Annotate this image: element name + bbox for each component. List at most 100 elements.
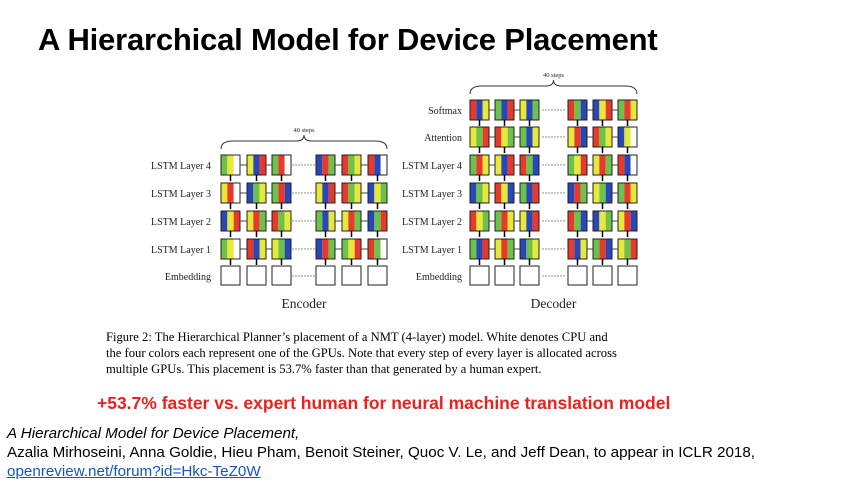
decoder-steps-brace	[469, 79, 638, 95]
decoder-cell-stripe	[618, 127, 625, 147]
encoder-cell-stripe	[316, 211, 323, 231]
figure-caption: Figure 2: The Hierarchical Planner’s pla…	[106, 329, 766, 377]
decoder-ellipsis: ········	[542, 244, 566, 254]
decoder-cell-stripe	[520, 211, 527, 231]
encoder-cell-stripe	[227, 155, 234, 175]
encoder-embedding-cell	[220, 265, 241, 286]
decoder-cell-stripe	[476, 239, 483, 259]
decoder-cell-stripe	[526, 211, 533, 231]
encoder-cell-stripe	[259, 155, 266, 175]
decoder-cell-stripe	[507, 127, 514, 147]
decoder-cell-stripe	[605, 211, 612, 231]
decoder-steps-label: 40 steps	[543, 72, 565, 79]
decoder-cell-stripe	[624, 127, 631, 147]
decoder-cell-stripe	[630, 239, 637, 259]
decoder-ellipsis: ········	[542, 105, 566, 115]
decoder-cell-stripe	[574, 100, 581, 120]
encoder-embedding-cell	[367, 265, 388, 286]
decoder-cell-stripe	[568, 183, 575, 203]
decoder-cell-stripe	[501, 127, 508, 147]
decoder-cell-stripe	[624, 183, 631, 203]
caption-line: Figure 2: The Hierarchical Planner’s pla…	[106, 330, 608, 344]
encoder-cell-stripe	[380, 211, 387, 231]
decoder-cell-stripe	[568, 211, 575, 231]
encoder-cell-stripe	[259, 183, 266, 203]
decoder-cell-stripe	[599, 127, 606, 147]
encoder-cell-stripe	[328, 183, 335, 203]
decoder-cell-stripe	[605, 183, 612, 203]
decoder-cell-stripe	[482, 183, 489, 203]
decoder-embedding-cell	[567, 265, 588, 286]
decoder-cell-stripe	[526, 127, 533, 147]
encoder-ellipsis: ········	[292, 216, 316, 226]
encoder-cell-stripe	[278, 183, 285, 203]
encoder-cell-stripe	[328, 155, 335, 175]
decoder-cell-stripe	[574, 239, 581, 259]
decoder-cell-stripe	[593, 211, 600, 231]
decoder-cell-stripe	[520, 155, 527, 175]
encoder-cell-stripe	[221, 183, 228, 203]
decoder-cell-stripe	[476, 100, 483, 120]
decoder-ellipsis: ········	[542, 188, 566, 198]
encoder-cell-stripe	[227, 183, 234, 203]
decoder-cell-stripe	[599, 211, 606, 231]
decoder-cell-stripe	[580, 155, 587, 175]
encoder-cell-stripe	[368, 239, 375, 259]
encoder-embedding-cell	[271, 265, 292, 286]
decoder-cell-stripe	[532, 127, 539, 147]
decoder-cell-stripe	[580, 100, 587, 120]
encoder-cell-stripe	[380, 183, 387, 203]
encoder-cell-stripe	[348, 155, 355, 175]
reference-authors: Azalia Mirhoseini, Anna Goldie, Hieu Pha…	[7, 444, 756, 461]
encoder-cell-stripe	[284, 239, 291, 259]
decoder-cell-stripe	[568, 100, 575, 120]
encoder-cell-stripe	[284, 211, 291, 231]
encoder-cell-stripe	[342, 239, 349, 259]
decoder-cell-stripe	[599, 155, 606, 175]
encoder-cell-stripe	[247, 211, 254, 231]
decoder-cell-stripe	[526, 183, 533, 203]
decoder-cell-stripe	[507, 183, 514, 203]
decoder-cell-stripe	[618, 155, 625, 175]
encoder-steps-label: 40 steps	[293, 127, 315, 134]
decoder-cell-stripe	[526, 239, 533, 259]
decoder-cell-stripe	[618, 100, 625, 120]
decoder-embedding-label: Embedding	[416, 272, 462, 283]
decoder-cell-stripe	[532, 183, 539, 203]
decoder-cell-stripe	[580, 183, 587, 203]
encoder-cell-stripe	[259, 211, 266, 231]
encoder-cell-stripe	[221, 155, 228, 175]
decoder-cell-stripe	[593, 100, 600, 120]
decoder-cell-stripe	[526, 155, 533, 175]
encoder-cell-stripe	[247, 239, 254, 259]
decoder-cell-stripe	[470, 183, 477, 203]
decoder-cell-stripe	[618, 211, 625, 231]
decoder-cell-stripe	[501, 211, 508, 231]
decoder-cell-stripe	[482, 211, 489, 231]
decoder-cell-stripe	[574, 127, 581, 147]
decoder-cell-stripe	[630, 100, 637, 120]
decoder-cell-stripe	[568, 127, 575, 147]
decoder-cell-stripe	[580, 211, 587, 231]
decoder-cell-stripe	[532, 155, 539, 175]
encoder-cell-stripe	[233, 183, 240, 203]
encoder-cell-stripe	[322, 211, 329, 231]
encoder-cell-stripe	[259, 239, 266, 259]
encoder-cell-stripe	[316, 183, 323, 203]
slide-title: A Hierarchical Model for Device Placemen…	[38, 22, 658, 57]
decoder-cell-stripe	[624, 155, 631, 175]
decoder-cell-stripe	[605, 239, 612, 259]
encoder-cell-stripe	[272, 211, 279, 231]
encoder-cell-stripe	[374, 183, 381, 203]
decoder-cell-stripe	[593, 155, 600, 175]
decoder-cell-stripe	[507, 155, 514, 175]
decoder-cell-stripe	[501, 183, 508, 203]
encoder-cell-stripe	[253, 239, 260, 259]
openreview-link[interactable]: openreview.net/forum?id=Hkc-TeZ0W	[7, 463, 261, 480]
decoder-ellipsis: ········	[542, 216, 566, 226]
decoder-cell-stripe	[574, 211, 581, 231]
encoder-cell-stripe	[354, 155, 361, 175]
decoder-cell-stripe	[476, 127, 483, 147]
decoder-cell-stripe	[470, 127, 477, 147]
encoder-embedding-cell	[341, 265, 362, 286]
